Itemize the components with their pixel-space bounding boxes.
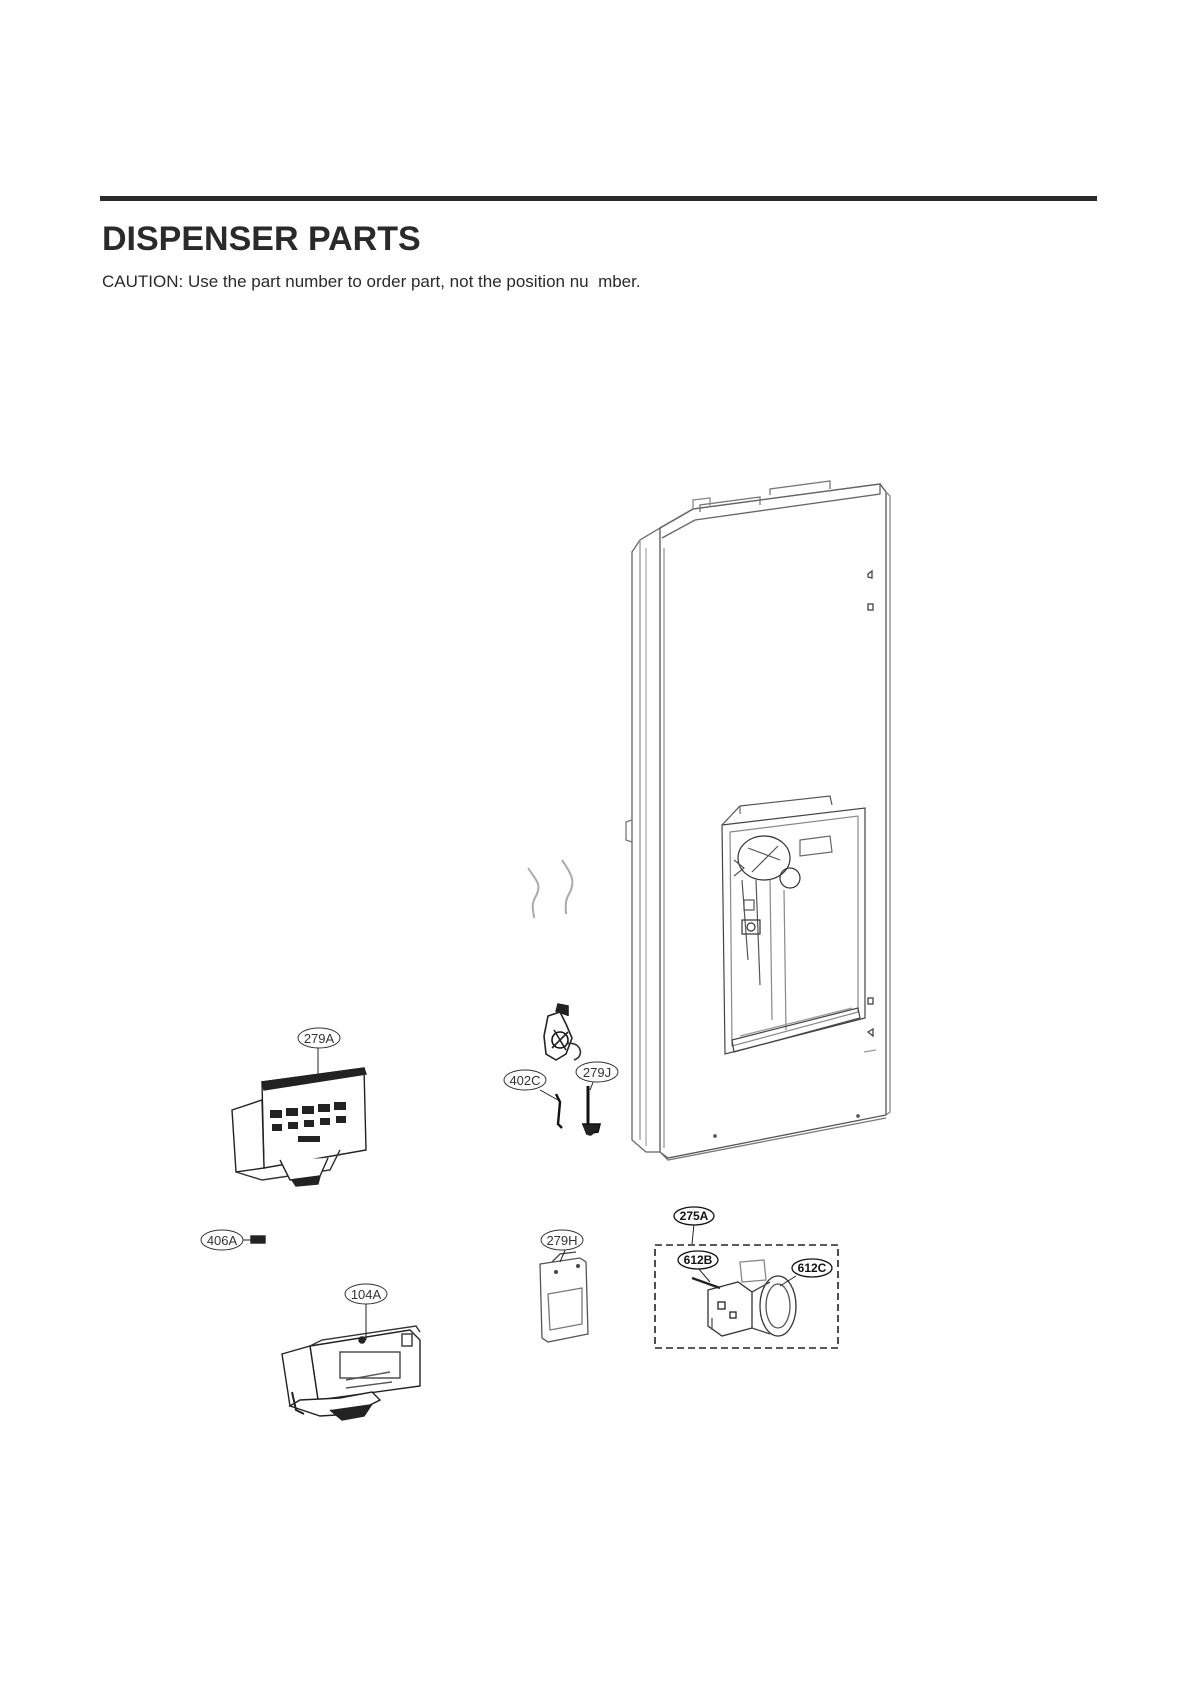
callout-612B: 612B [677,1250,719,1270]
callout-612C-label: 612C [798,1261,827,1275]
callout-402C: 402C [503,1069,547,1091]
callout-279H: 279H [540,1229,584,1251]
callout-279A-label: 279A [304,1031,335,1046]
page-title: DISPENSER PARTS [102,220,421,258]
dispenser-cavity-drawing [721,795,866,1055]
header-rule [100,196,1097,201]
callout-406A-label: 406A [207,1233,238,1248]
caution-note: CAUTION: Use the part number to order pa… [102,272,641,291]
part-104A-drawing [281,1325,421,1421]
callout-275A: 275A [673,1206,715,1226]
callout-104A-label: 104A [351,1287,382,1302]
callout-279A: 279A [297,1027,341,1049]
callout-275A-label: 275A [680,1209,709,1223]
callout-104A: 104A [344,1283,388,1305]
callout-406A: 406A [200,1229,244,1251]
part-402C-279J-drawing [543,1003,602,1136]
callout-279H-label: 279H [546,1233,577,1248]
callout-612C: 612C [791,1258,833,1278]
callout-402C-label: 402C [509,1073,540,1088]
wire-path-drawing [527,859,574,919]
part-279A-drawing [231,1067,367,1187]
callout-279J-label: 279J [583,1065,611,1080]
part-406A-drawing [250,1235,266,1244]
callout-279J: 279J [575,1061,619,1083]
part-279H-drawing [539,1251,589,1343]
part-275A-group-box [654,1244,839,1349]
part-275A-drawing [691,1259,797,1337]
callout-612B-label: 612B [684,1253,713,1267]
